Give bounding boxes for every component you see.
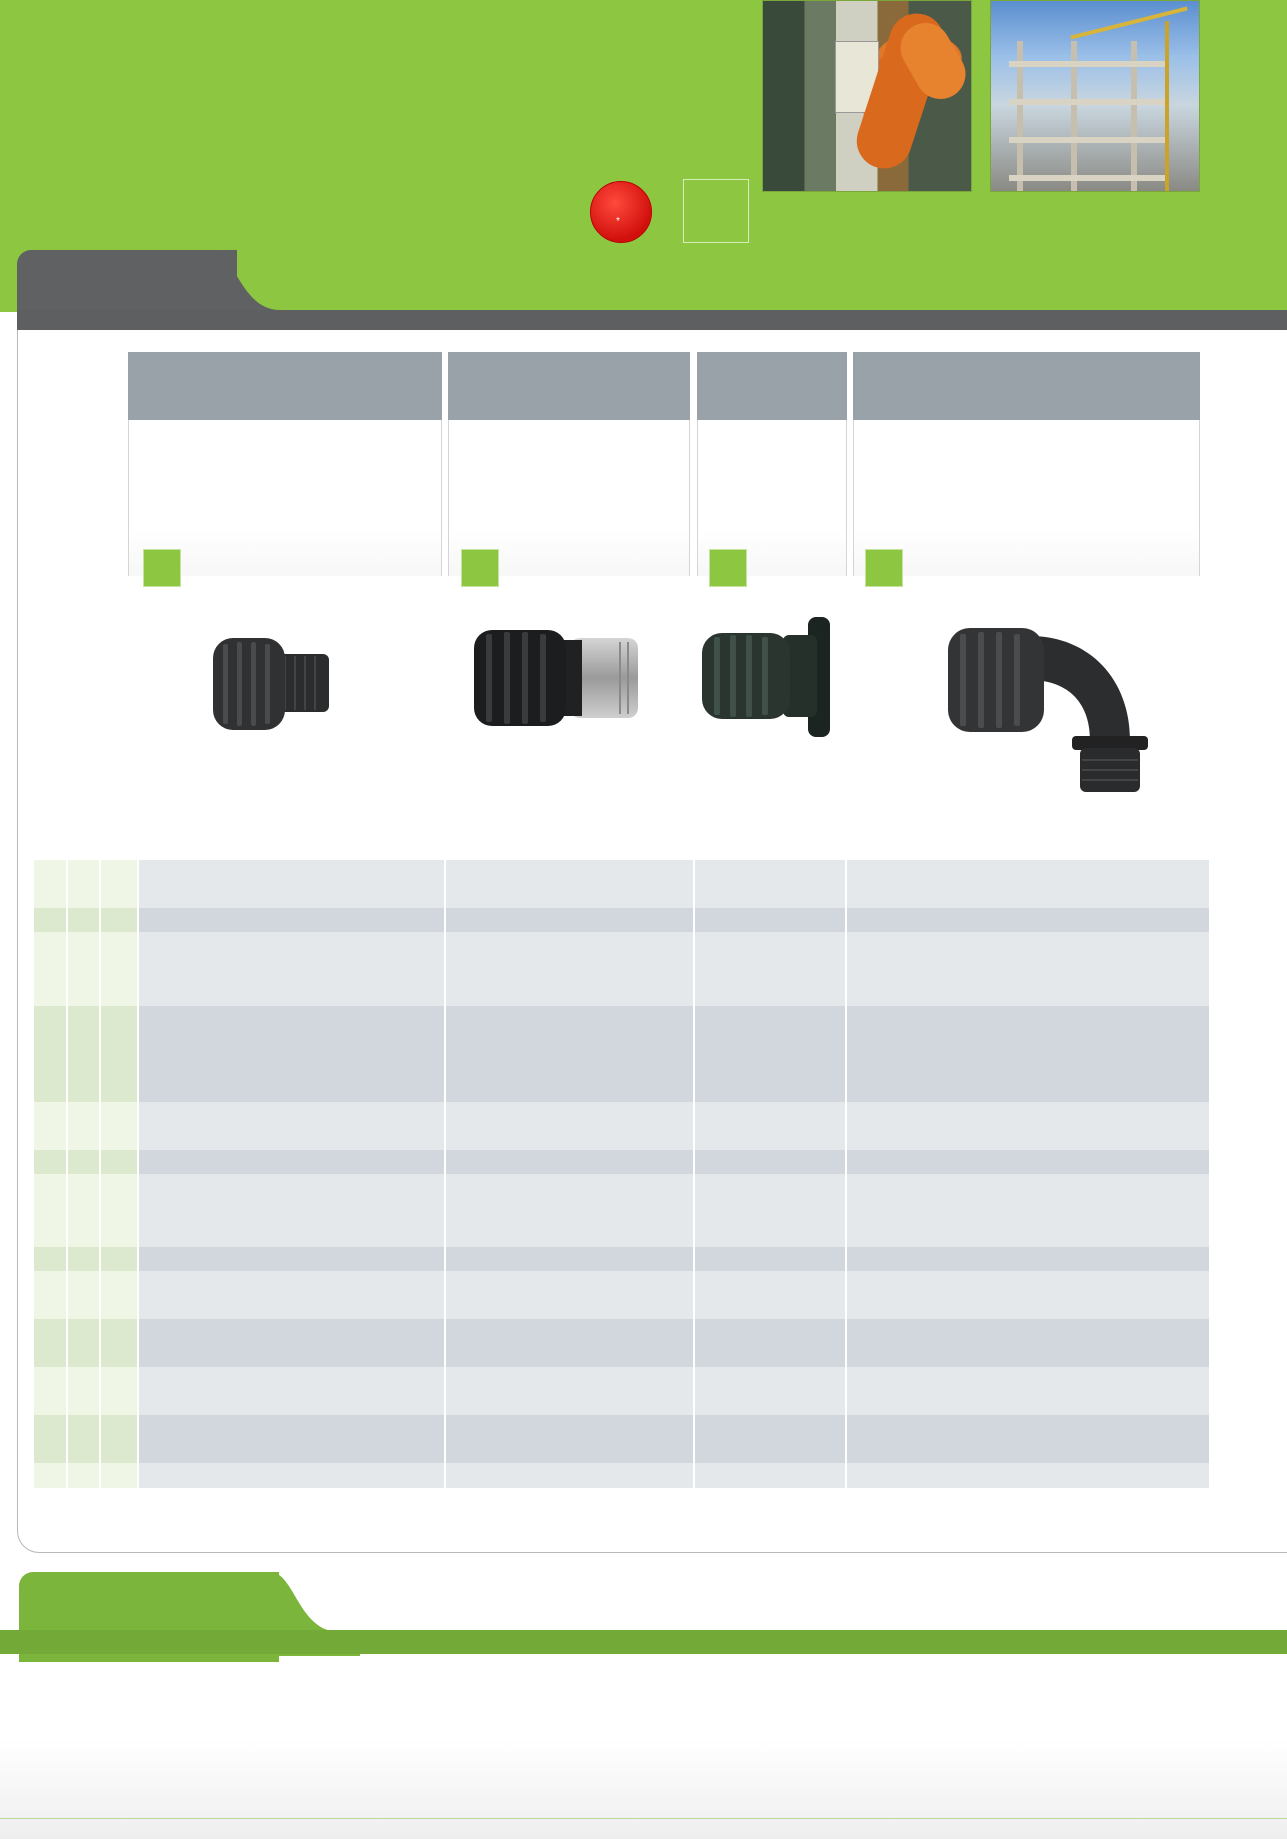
- elbow-connector-icon: [948, 628, 1148, 792]
- table-divider: [137, 860, 139, 1488]
- product-indicator: [865, 549, 903, 587]
- product-column-header: [697, 352, 847, 420]
- table-row: [34, 932, 1209, 1006]
- table-row: [34, 1247, 1209, 1271]
- red-dot-star-icon: *: [590, 181, 652, 243]
- product-indicator: [143, 549, 181, 587]
- product-column-body: [853, 420, 1200, 576]
- footer-fade: [0, 1740, 1287, 1839]
- star-icon: *: [616, 216, 620, 227]
- table-row: [34, 1463, 1209, 1488]
- construction-building-photo: [990, 0, 1200, 192]
- table-row: [34, 1415, 1209, 1463]
- flange-connector-icon: [702, 617, 830, 737]
- table-row: [34, 1102, 1209, 1150]
- table-row: [34, 1006, 1209, 1102]
- building-column: [1131, 41, 1137, 191]
- building-column: [1071, 41, 1077, 191]
- building-floor: [1009, 61, 1165, 67]
- building-floor: [1009, 99, 1165, 105]
- crane-mast: [1165, 21, 1169, 191]
- green-square-icon: [683, 179, 749, 243]
- product-column: [697, 352, 847, 576]
- table-row: [34, 1150, 1209, 1174]
- metal-thread-connector-icon: [474, 630, 638, 726]
- building-floor: [1009, 175, 1165, 181]
- product-indicator: [461, 549, 499, 587]
- table-divider: [693, 860, 695, 1488]
- product-column-header: [128, 352, 442, 420]
- table-divider: [99, 860, 101, 1488]
- product-column: [128, 352, 442, 576]
- product-column-header: [853, 352, 1200, 420]
- table-row: [34, 860, 1209, 908]
- straight-connector-icon: [213, 638, 329, 730]
- table-divider: [845, 860, 847, 1488]
- building-floor: [1009, 137, 1165, 143]
- building-column: [1017, 41, 1023, 191]
- product-indicator: [709, 549, 747, 587]
- footer-bar: [0, 1630, 1287, 1654]
- table-row: [34, 1319, 1209, 1367]
- table-row: [34, 1271, 1209, 1319]
- product-column: [448, 352, 690, 576]
- industrial-robot-photo: [762, 0, 972, 192]
- table-row: [34, 1174, 1209, 1247]
- footer-line: [0, 1818, 1287, 1819]
- table-row: [34, 1367, 1209, 1415]
- product-column: [853, 352, 1200, 576]
- crane-jib: [1070, 6, 1188, 40]
- product-column-header: [448, 352, 690, 420]
- table-row: [34, 908, 1209, 932]
- section-bar: [17, 310, 1287, 332]
- table-divider: [444, 860, 446, 1488]
- table-divider: [66, 860, 68, 1488]
